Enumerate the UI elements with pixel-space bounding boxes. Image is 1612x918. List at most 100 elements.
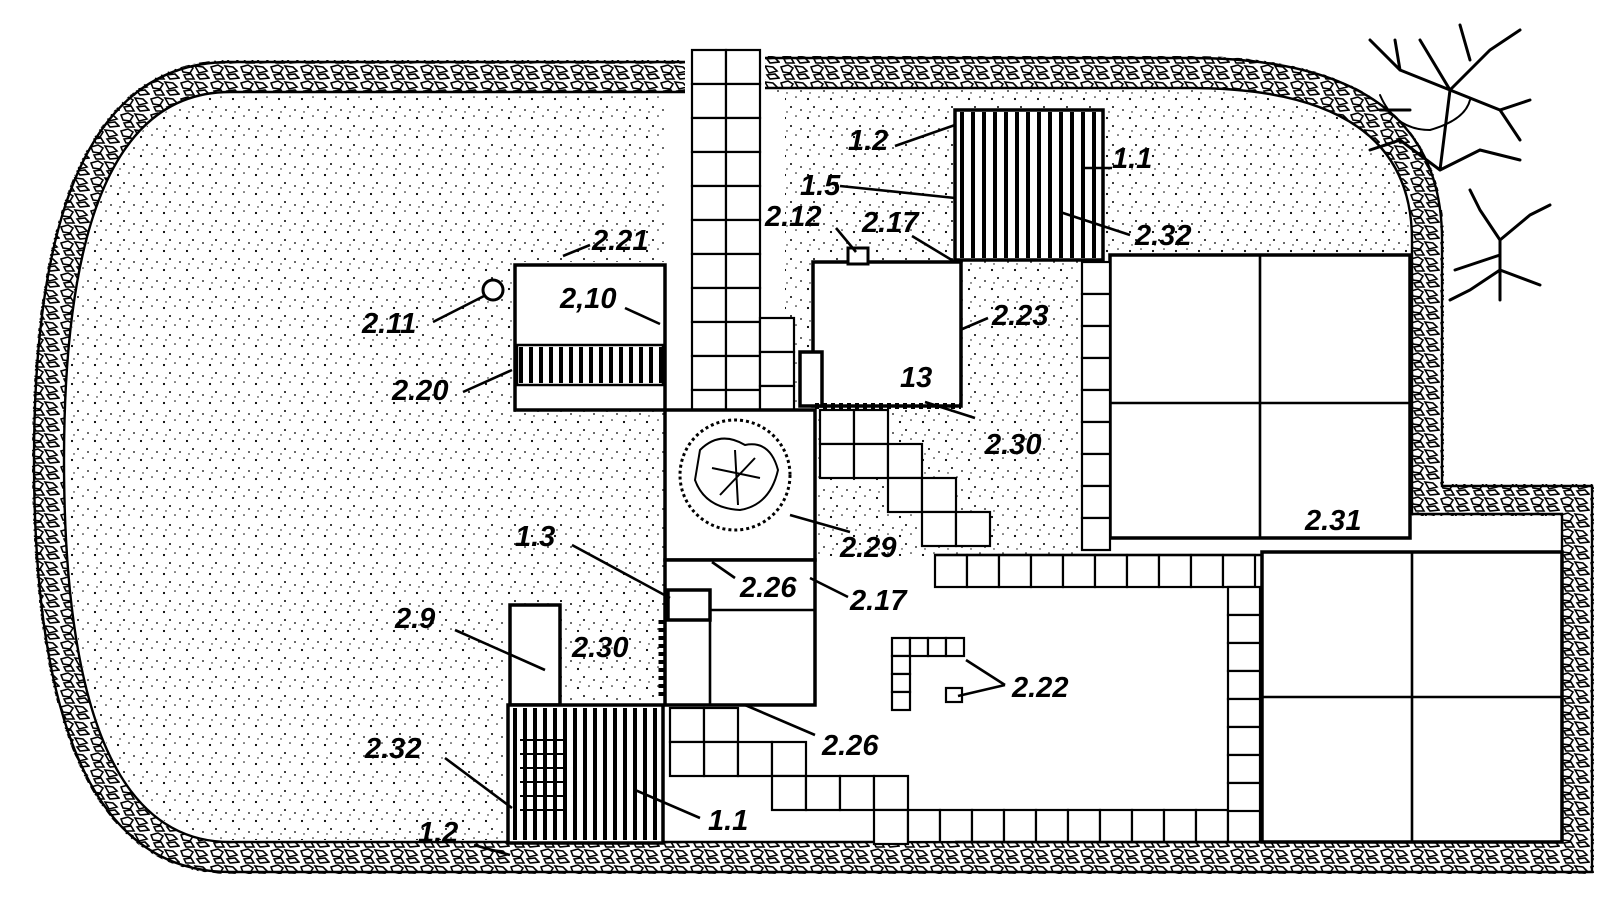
label-2-21: 2.21: [591, 225, 648, 257]
label-1-3: 1.3: [515, 521, 555, 553]
paving-tile: [1189, 553, 1225, 589]
paving-tile: [1221, 553, 1257, 589]
paving-tile: [954, 510, 992, 548]
paving-tile: [872, 774, 910, 812]
paving-tile: [1226, 641, 1262, 673]
paving-tile: [724, 286, 762, 324]
paving-tile: [690, 184, 728, 222]
label-2-32-bottom: 2.32: [364, 733, 421, 765]
well-symbol: [481, 278, 505, 302]
label-1-2-bottom: 1.2: [418, 817, 458, 849]
paving-tile: [724, 82, 762, 120]
paving-tile: [1130, 808, 1166, 844]
label-1-5: 1.5: [800, 170, 841, 202]
pavilion-2-21: [481, 263, 667, 412]
paving-tile: [736, 740, 774, 778]
paving-tile: [690, 48, 728, 86]
paving-tile: [920, 476, 958, 514]
label-2-30-right: 2.30: [984, 429, 1041, 461]
paving-tile: [1061, 553, 1097, 589]
paving-tile: [804, 774, 842, 812]
paving-tile: [724, 354, 762, 392]
paving-tile: [702, 706, 740, 744]
label-2-31: 2.31: [1304, 505, 1361, 537]
label-1-1-bottom: 1.1: [708, 805, 748, 837]
paving-tile: [818, 408, 856, 446]
paving-tile: [724, 48, 762, 86]
label-2-20: 2.20: [391, 375, 448, 407]
paving-tile: [906, 808, 942, 844]
paving-tile: [920, 510, 958, 548]
paving-tile: [818, 442, 856, 480]
paving-tile: [1080, 260, 1112, 296]
label-2-12: 2.12: [764, 201, 821, 233]
label-1-1-top: 1.1: [1112, 143, 1152, 175]
paving-tile: [1226, 585, 1262, 617]
label-2-23: 2.23: [991, 300, 1048, 332]
stepping-stones-2-22: [890, 636, 966, 712]
paving-tile: [1226, 781, 1262, 813]
label-13: 13: [900, 362, 932, 394]
paved-courtyard: [1108, 253, 1564, 844]
paving-tile: [1226, 725, 1262, 757]
house-2-23: [798, 246, 963, 409]
paving-tile: [690, 116, 728, 154]
lawn-patch-left: [560, 600, 660, 700]
label-2-26-bottom: 2.26: [821, 730, 879, 762]
paving-tile: [1162, 808, 1198, 844]
paving-tile: [1098, 808, 1134, 844]
paving-tile: [724, 150, 762, 188]
paving-tile: [724, 252, 762, 290]
paving-tile: [938, 808, 974, 844]
paving-tile: [1080, 516, 1112, 552]
paving-tile: [1029, 553, 1065, 589]
paving-tile: [1157, 553, 1193, 589]
paving-tile: [970, 808, 1006, 844]
paving-tile: [872, 808, 910, 846]
paving-tile: [1080, 292, 1112, 328]
paving-tile: [1226, 753, 1262, 785]
vertical-tile-path: [690, 48, 796, 426]
paving-tile: [1080, 452, 1112, 488]
paving-tile: [997, 553, 1033, 589]
label-1-2-top: 1.2: [848, 125, 888, 157]
paving-tile: [770, 740, 808, 778]
label-2-26-top: 2.26: [739, 572, 797, 604]
label-2-17-top: 2.17: [861, 207, 920, 239]
paving-tile: [702, 740, 740, 778]
paving-tile: [1080, 388, 1112, 424]
tree-icon: [1368, 23, 1552, 302]
label-2-30-left: 2.30: [571, 632, 628, 664]
lower-central-block: [658, 558, 817, 707]
courtyard-edge-tiles: [1080, 260, 1112, 552]
label-2-29: 2.29: [839, 532, 896, 564]
paving-tile: [965, 553, 1001, 589]
paving-tile: [1093, 553, 1129, 589]
paving-tile: [1125, 553, 1161, 589]
paving-tile: [933, 553, 969, 589]
shed-2-9: [508, 603, 562, 707]
paving-tile: [1066, 808, 1102, 844]
paving-tile: [724, 184, 762, 222]
label-2-32-top: 2.32: [1134, 220, 1191, 252]
label-2-17-bottom: 2.17: [849, 585, 908, 617]
paving-tile: [1226, 697, 1262, 729]
paving-tile: [1080, 484, 1112, 520]
paving-tile: [724, 116, 762, 154]
bottom-steps-block: [506, 703, 665, 845]
paving-tile: [838, 774, 876, 812]
label-2-10: 2,10: [559, 283, 616, 315]
paving-tile: [668, 706, 706, 744]
paving-tile: [1226, 613, 1262, 645]
label-2-22: 2.22: [1011, 672, 1068, 704]
stepping-stone-path: [668, 408, 1262, 846]
top-steps-block: [953, 108, 1105, 262]
paving-tile: [690, 286, 728, 324]
terrace-outline: [935, 553, 1264, 844]
lawn-patch-center: [960, 255, 1082, 555]
paving-tile: [690, 218, 728, 256]
paving-tile: [852, 408, 890, 446]
paving-tile: [690, 82, 728, 120]
paving-tile: [1002, 808, 1038, 844]
